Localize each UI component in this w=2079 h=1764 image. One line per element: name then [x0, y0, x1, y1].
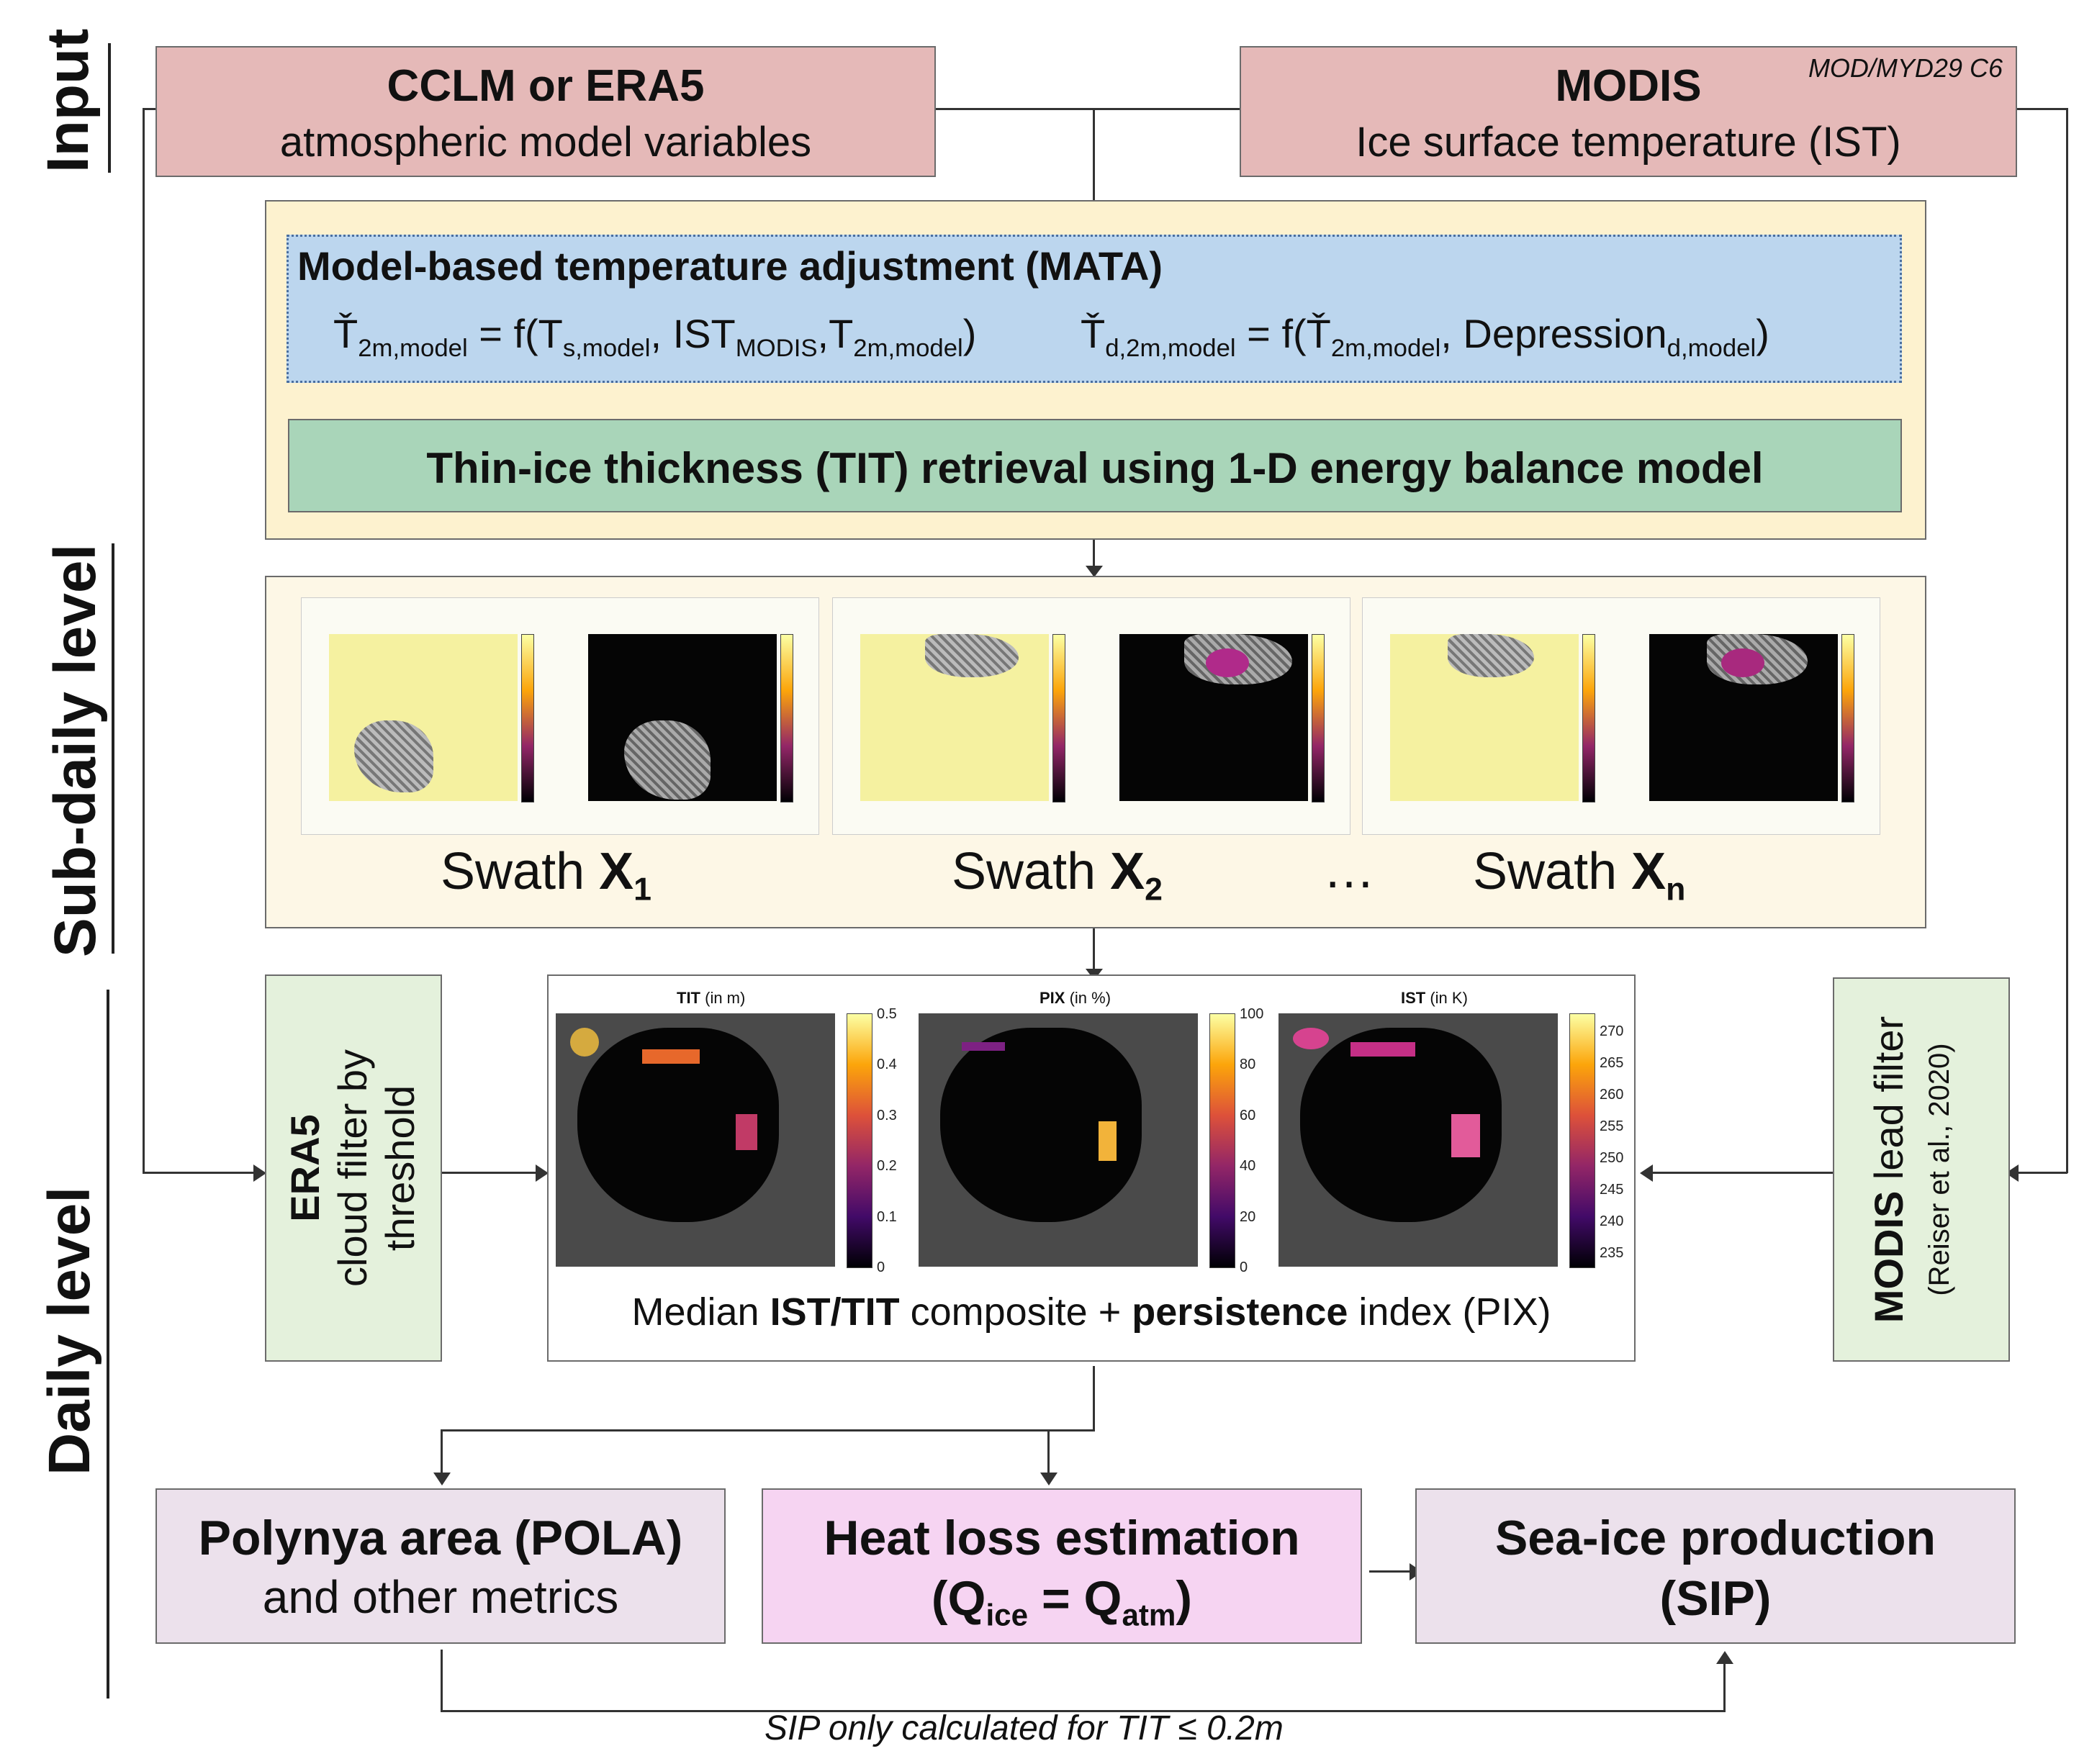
heat-loss-box: Heat loss estimation (Qice = Qatm): [762, 1488, 1362, 1644]
mata-equation-2: Ťd,2m,model = f(Ť2m,model, Depressiond,m…: [1081, 311, 1769, 363]
swath-2-tit-map: [860, 634, 1049, 801]
panel-ist-colorbar: [1569, 1013, 1595, 1268]
modis-input-subtitle: Ice surface temperature (IST): [1356, 119, 1901, 166]
panel-ist-map: [1278, 1013, 1558, 1267]
side-label-daily: Daily level: [37, 1186, 102, 1475]
swath-plot-2: [832, 597, 1350, 835]
swath-n-tit-colorbar: [1582, 634, 1595, 802]
pola-box: Polynya area (POLA) and other metrics: [155, 1488, 726, 1644]
tit-retrieval-title: Thin-ice thickness (TIT) retrieval using…: [426, 444, 1764, 492]
footnote: SIP only calculated for TIT ≤ 0.2m: [765, 1709, 1284, 1747]
modis-input-title: MODIS: [1555, 61, 1702, 111]
modis-filter-rest: lead filter: [1866, 1016, 1911, 1191]
swath-2-ist-colorbar: [1312, 634, 1325, 802]
era5-filter-text: ERA5 cloud filter by threshold: [281, 981, 425, 1355]
swath-n-ist-colorbar: [1841, 634, 1854, 802]
swath-n-ist-map: [1649, 634, 1838, 801]
swath-2-ist-map: [1119, 634, 1308, 801]
panel-pix-title: PIX (in %): [1040, 989, 1111, 1007]
panel-pix-colorbar: [1209, 1013, 1235, 1268]
panel-ist-title: IST (in K): [1401, 989, 1468, 1007]
composite-caption: Median IST/TIT composite + persistence i…: [631, 1290, 1551, 1334]
model-input-title: CCLM or ERA5: [387, 61, 705, 111]
pola-title: Polynya area (POLA): [198, 1511, 683, 1565]
model-input-box: CCLM or ERA5 atmospheric model variables: [155, 46, 936, 177]
era5-filter-title: ERA5: [282, 1114, 328, 1222]
mata-title: Model-based temperature adjustment (MATA…: [297, 243, 1163, 289]
heat-loss-title: Heat loss estimation: [824, 1511, 1300, 1565]
era5-filter-box: ERA5 cloud filter by threshold: [265, 974, 442, 1362]
panel-tit-colorbar: [847, 1013, 872, 1268]
swath-plot-n: [1362, 597, 1880, 835]
swath-ellipsis: …: [1323, 841, 1375, 899]
swath-label-n: Swath Xn: [1473, 843, 1686, 908]
model-input-subtitle: atmospheric model variables: [279, 119, 812, 166]
sip-title: Sea-ice production: [1494, 1511, 1936, 1565]
modis-filter-text: MODIS lead filter (Reiser et al., 2020): [1864, 982, 1979, 1357]
panel-pix-map: [919, 1013, 1198, 1267]
swath-label-2: Swath X2: [952, 843, 1163, 908]
modis-input-box: MOD/MYD29 C6 MODIS Ice surface temperatu…: [1240, 46, 2017, 177]
modis-product-tag: MOD/MYD29 C6: [1808, 53, 2003, 83]
swath-1-tit-colorbar: [521, 634, 534, 802]
mata-equation-1: Ť2m,model = f(Ts,model, ISTMODIS,T2m,mod…: [333, 311, 977, 363]
swath-1-ist-map: [588, 634, 777, 801]
panel-tit-title: TIT (in m): [677, 989, 746, 1007]
mata-box: Model-based temperature adjustment (MATA…: [287, 235, 1902, 383]
sip-subtitle: (SIP): [1659, 1571, 1772, 1626]
input-divider: [108, 43, 111, 173]
daily-divider: [107, 990, 109, 1699]
modis-filter-title: MODIS: [1866, 1190, 1911, 1324]
swath-1-tit-map: [329, 634, 518, 801]
swath-n-tit-map: [1390, 634, 1579, 801]
panel-tit-map: [556, 1013, 835, 1267]
modis-filter-box: MODIS lead filter (Reiser et al., 2020): [1833, 977, 2010, 1362]
swath-plot-1: [301, 597, 819, 835]
sip-box: Sea-ice production (SIP): [1415, 1488, 2016, 1644]
heat-loss-formula: (Qice = Qatm): [931, 1571, 1193, 1632]
modis-filter-citation: (Reiser et al., 2020): [1924, 1043, 1955, 1296]
subdaily-divider: [112, 543, 114, 954]
side-label-input: Input: [35, 28, 101, 173]
tit-retrieval-box: Thin-ice thickness (TIT) retrieval using…: [288, 419, 1902, 512]
era5-filter-line2: threshold: [377, 1085, 423, 1252]
pola-subtitle: and other metrics: [262, 1571, 619, 1623]
side-label-subdaily: Sub-daily level: [42, 543, 108, 957]
era5-filter-line1: cloud filter by: [330, 1049, 375, 1287]
swath-1-ist-colorbar: [780, 634, 793, 802]
swath-2-tit-colorbar: [1052, 634, 1065, 802]
swath-label-1: Swath X1: [441, 843, 651, 908]
